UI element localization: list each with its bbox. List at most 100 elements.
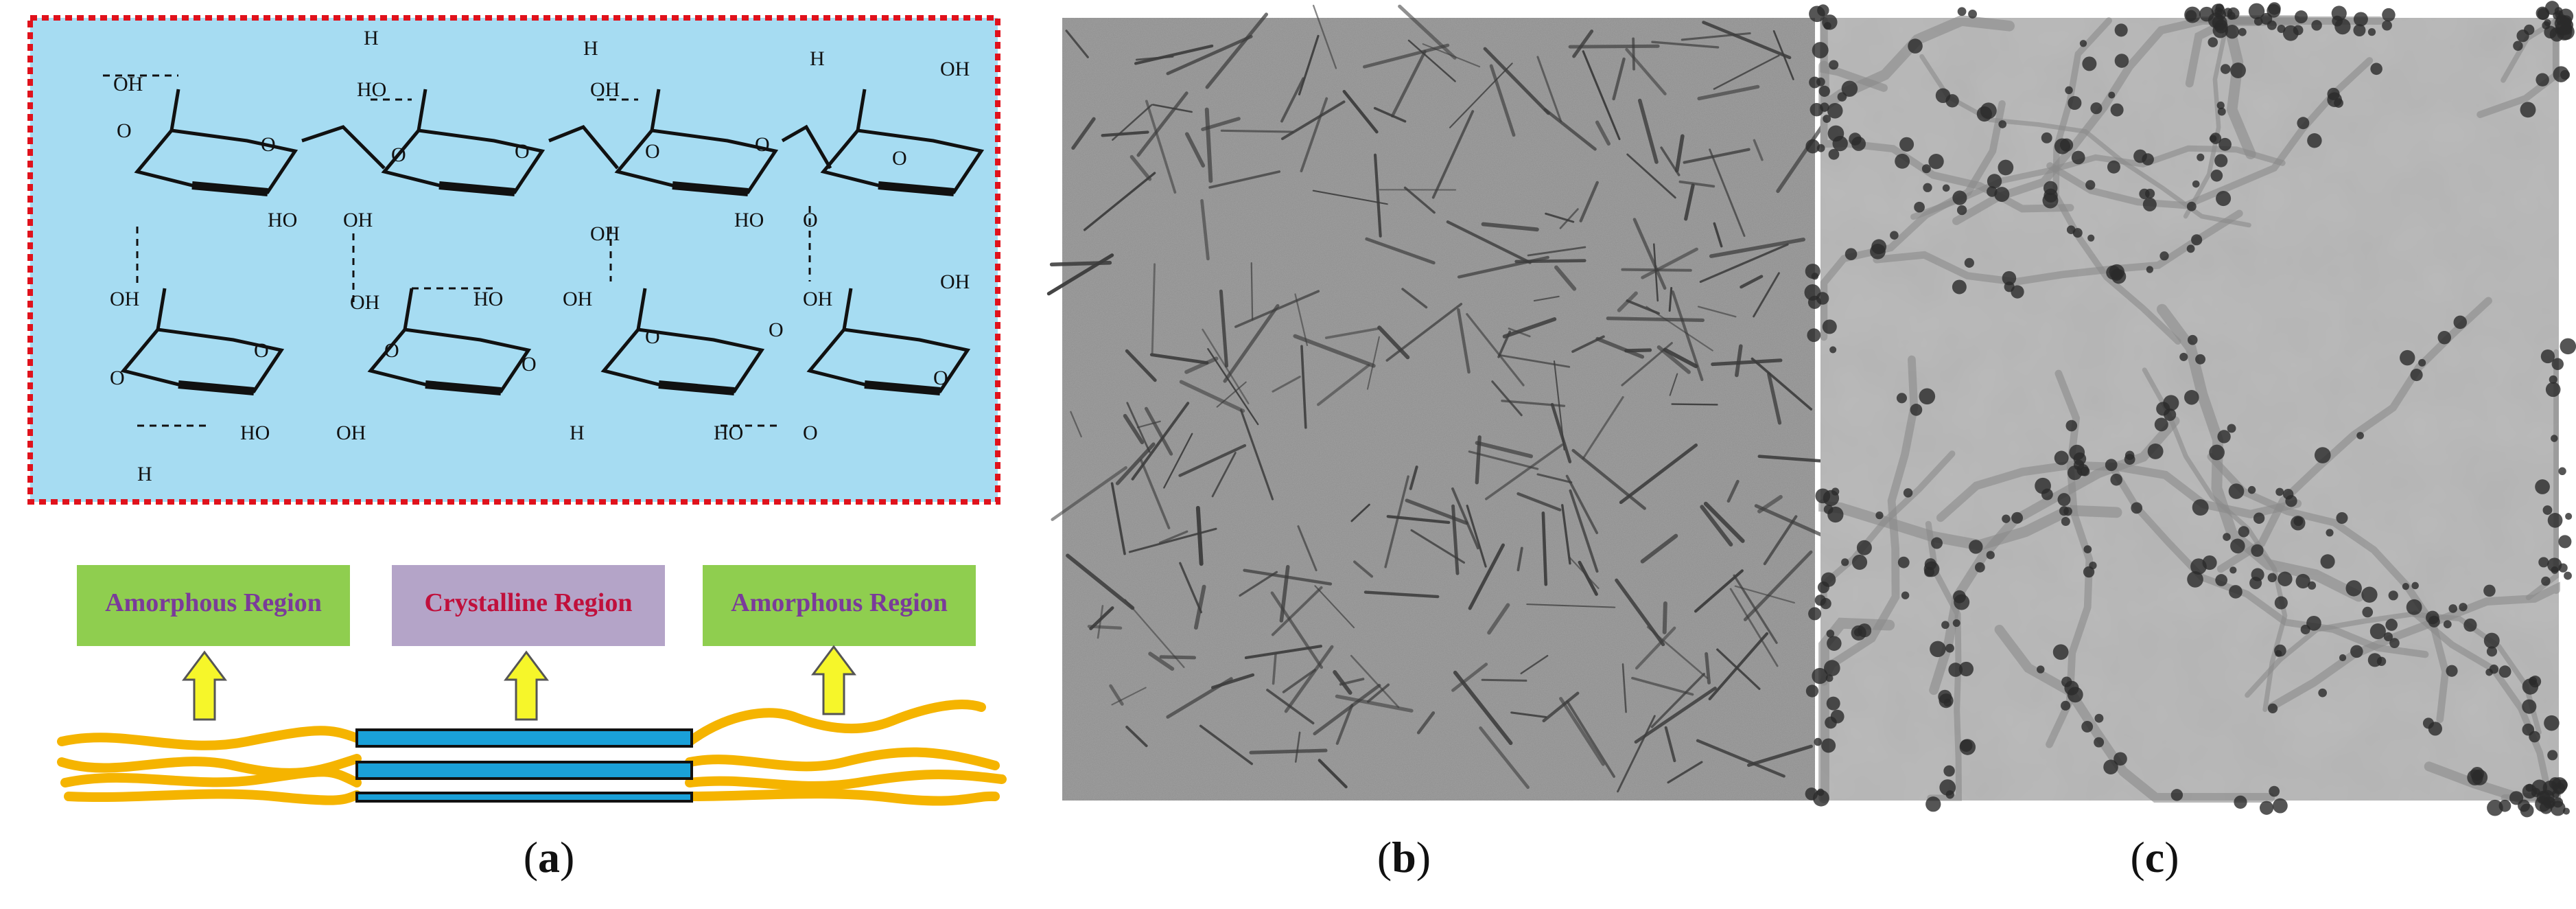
nanoparticle: [1908, 38, 1923, 54]
region-arrows: [182, 645, 856, 721]
nanoparticle-dots: [1804, 1, 2576, 818]
nanoparticle: [1923, 183, 1932, 192]
nanocrystal: [1335, 704, 1354, 745]
nanocrystal: [1734, 585, 1795, 604]
atom-label: O: [522, 353, 537, 376]
nanocrystal: [1398, 4, 1457, 60]
nanoparticle: [2179, 352, 2188, 361]
nanoparticle: [2259, 801, 2274, 815]
nanoparticle: [2131, 502, 2143, 514]
nanocrystal: [1136, 420, 1161, 428]
nanofibril: [1820, 116, 2074, 213]
nanoparticle: [2065, 419, 2078, 432]
nanoparticle: [1952, 619, 1960, 628]
nanoparticle: [2565, 512, 2573, 520]
atom-label: O: [933, 367, 948, 389]
nanoparticle: [2011, 511, 2024, 524]
nanoparticle: [2547, 557, 2562, 573]
nanocrystal: [1595, 120, 1611, 146]
region-amorphous-left: Amorphous Region: [77, 565, 350, 646]
ring-substituent: [417, 89, 428, 131]
nanoparticle: [2345, 580, 2362, 597]
nanocrystal: [1284, 645, 1334, 713]
nanocrystal: [1271, 586, 1323, 636]
fibril-schematic: [57, 700, 1007, 806]
nanoparticle: [1930, 641, 1946, 658]
nanoparticle: [2269, 785, 2280, 797]
nanoparticle: [2057, 493, 2071, 507]
nanocrystal: [1637, 98, 1659, 164]
nanoparticle: [1959, 739, 1976, 755]
nanoparticle: [1820, 102, 1829, 112]
nanoparticle: [2295, 573, 2310, 589]
nanoparticle: [2208, 37, 2218, 47]
nanocrystal: [1606, 317, 1705, 322]
nanocrystal: [1554, 265, 1577, 291]
nanofibril: [1925, 520, 1963, 801]
nanoparticle: [2509, 791, 2524, 805]
nanocrystal: [1071, 117, 1096, 150]
nanoparticle: [1814, 595, 1826, 606]
nanoparticle: [2220, 64, 2231, 74]
micrograph-c: [1804, 1, 2576, 818]
nanoparticle: [2291, 516, 2306, 531]
nanoparticle: [2544, 25, 2557, 39]
nanocrystal: [1390, 49, 1427, 118]
nanoparticle: [2331, 5, 2347, 21]
nanoparticle: [2094, 737, 2105, 748]
nanoparticle: [1830, 709, 1845, 724]
nanoparticle: [2550, 801, 2566, 816]
nanocrystal: [1671, 403, 1718, 406]
nanocrystal: [1178, 444, 1247, 477]
nanofibril: [1873, 209, 2243, 286]
nanoparticle: [2274, 596, 2288, 610]
nanoparticle: [1812, 667, 1828, 684]
nanoparticle: [2218, 137, 2232, 151]
nanoparticle: [1814, 737, 1823, 746]
nanoparticle: [2522, 699, 2537, 714]
nanocrystal: [1453, 670, 1513, 746]
nanocrystal: [1572, 30, 1594, 58]
nanoparticle: [2428, 615, 2440, 628]
nanoparticle: [1958, 661, 1974, 677]
nanoparticle: [2388, 590, 2398, 601]
nanocrystal: [1634, 687, 1717, 744]
nanocrystal: [1294, 293, 1309, 347]
nanocrystal: [1776, 122, 1826, 194]
nanocrystal: [1363, 590, 1440, 599]
atom-label: O: [384, 339, 399, 362]
nanocrystal: [1431, 110, 1475, 199]
nanoparticle: [1952, 279, 1967, 295]
nanoparticle: [2536, 73, 2549, 87]
nanocrystal: [1208, 170, 1281, 189]
nanoparticle: [2267, 573, 2277, 583]
nanocrystal: [1407, 39, 1456, 82]
nanocrystal: [1668, 286, 1673, 312]
nanoparticle: [2192, 499, 2209, 516]
nanocrystal: [1163, 433, 1193, 489]
nanocrystal: [1542, 691, 1580, 723]
nanoparticle: [2061, 517, 2070, 527]
nanoparticle: [2535, 479, 2550, 494]
nanoparticle: [1942, 184, 1950, 192]
nanoparticle: [1808, 607, 1822, 621]
nanoparticle: [2382, 20, 2392, 31]
nanoparticle: [2011, 285, 2024, 299]
nanocrystal: [1566, 700, 1616, 778]
nanoparticle: [2307, 133, 2322, 148]
nanoparticle: [2124, 450, 2135, 461]
nanoparticle: [2146, 266, 2154, 273]
nanoparticle: [1939, 779, 1956, 796]
atom-label: O: [769, 319, 784, 341]
nanocrystal: [1475, 441, 1533, 459]
nanoparticle: [2528, 676, 2538, 685]
nanocrystal: [1708, 632, 1769, 700]
nanoparticle: [2079, 40, 2087, 47]
nanoparticle: [1928, 153, 1944, 170]
nanocrystal: [1694, 569, 1744, 613]
nanocrystal: [1317, 364, 1370, 406]
nanocrystal: [1125, 726, 1148, 748]
nanocrystal: [1684, 183, 1695, 221]
nanoparticle: [2520, 803, 2534, 818]
